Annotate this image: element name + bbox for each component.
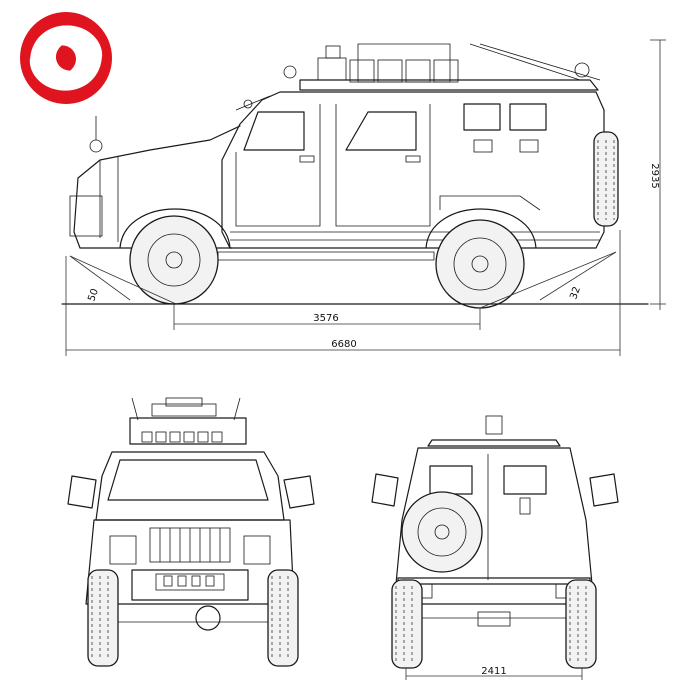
side-view [61, 43, 649, 309]
rear-track-label: 2411 [481, 666, 506, 677]
red-swirl-logo [20, 12, 112, 104]
rear-view [371, 415, 619, 669]
height-dimension-label: 2935 [649, 163, 660, 188]
approach-angle-label: 50 [86, 287, 101, 303]
wheelbase-label: 3576 [313, 313, 338, 324]
side-dimensions: 2935 3576 6680 50 32 [65, 39, 666, 356]
overall-length-label: 6680 [331, 339, 356, 350]
rear-track-dimension: 2411 [405, 666, 583, 680]
departure-angle-label: 32 [568, 285, 583, 301]
front-view [67, 397, 315, 667]
